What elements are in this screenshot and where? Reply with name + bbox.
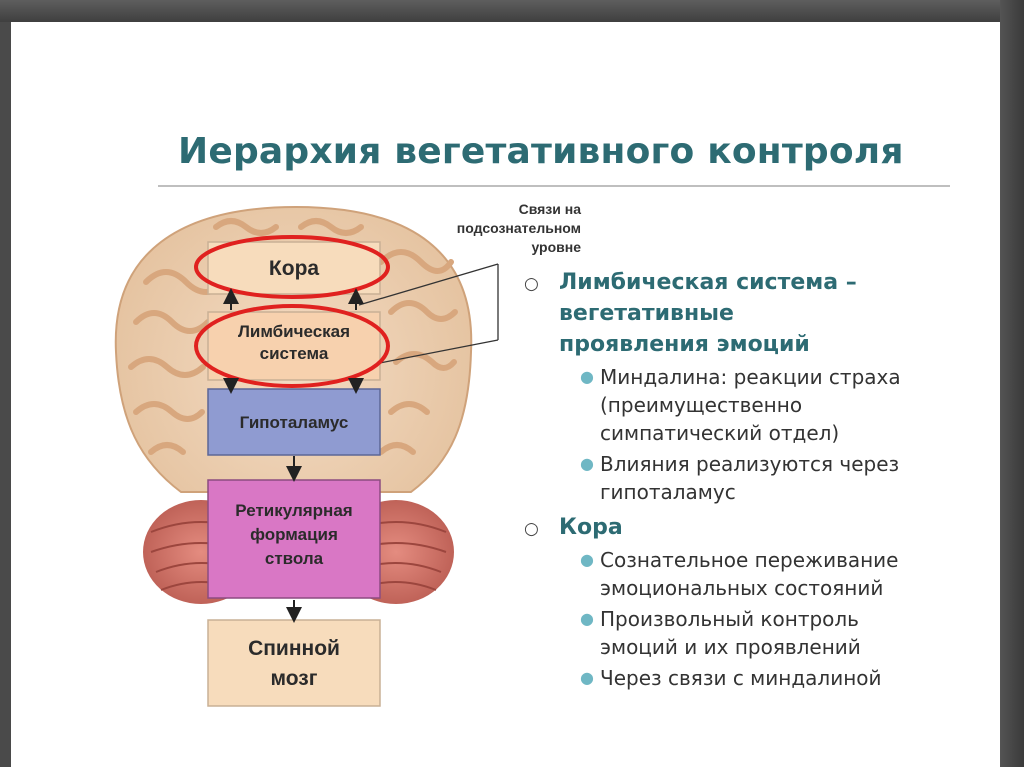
heading-line: Лимбическая система – xyxy=(559,270,857,295)
reticular-label-line1: Ретикулярная xyxy=(235,501,352,520)
item-line: Сознательное переживание xyxy=(600,548,899,572)
item-line: гипоталамус xyxy=(600,480,736,504)
cortex-highlight-ellipse xyxy=(194,235,390,299)
limbic-label-line1: Лимбическая xyxy=(238,322,350,341)
item-line: Миндалина: реакции страха xyxy=(600,365,901,389)
list-item: ● Произвольный контроль эмоций и их проя… xyxy=(521,605,991,661)
title-divider xyxy=(158,185,950,187)
section-heading-cortex: ○ Кора xyxy=(521,512,991,543)
window-frame-top xyxy=(0,0,1024,22)
item-line: эмоций и их проявлений xyxy=(600,635,861,659)
heading-line: вегетативные xyxy=(559,301,734,326)
hypothalamus-box xyxy=(207,388,381,456)
dot-bullet-icon: ● xyxy=(580,454,594,473)
bullet-list: ○ Лимбическая система – вегетативные про… xyxy=(521,267,991,692)
dot-bullet-icon: ● xyxy=(580,668,594,687)
list-item: ● Влияния реализуются через гипоталамус xyxy=(521,450,991,506)
list-item: ● Через связи с миндалиной xyxy=(521,664,991,692)
spinal-label-line2: мозг xyxy=(271,667,318,690)
hollow-circle-bullet-icon: ○ xyxy=(524,274,539,294)
window-frame-right xyxy=(1000,0,1024,767)
slide: Иерархия вегетативного контроля xyxy=(11,22,1000,767)
brain-hierarchy-diagram: Кора Лимбическая система Гипоталамус Рет… xyxy=(114,205,499,707)
heading-line: проявления эмоций xyxy=(559,332,810,357)
dot-bullet-icon: ● xyxy=(580,550,594,569)
spinal-box xyxy=(207,619,381,707)
note-line: Связи на xyxy=(518,201,581,217)
dot-bullet-icon: ● xyxy=(580,609,594,628)
item-line: Через связи с миндалиной xyxy=(600,666,882,690)
hollow-circle-bullet-icon: ○ xyxy=(524,519,539,539)
reticular-box xyxy=(207,479,381,599)
reticular-label-line3: ствола xyxy=(265,549,324,568)
item-line: эмоциональных состояний xyxy=(600,576,884,600)
reticular-label-line2: формация xyxy=(250,525,338,544)
item-line: Произвольный контроль xyxy=(600,607,859,631)
item-line: (преимущественно xyxy=(600,393,803,417)
cortex-box xyxy=(207,241,381,295)
heading-line: Кора xyxy=(559,515,623,540)
spinal-label-line1: Спинной xyxy=(248,637,340,660)
subconscious-links-note: Связи на подсознательном уровне xyxy=(391,200,581,257)
slide-title: Иерархия вегетативного контроля xyxy=(178,131,904,172)
item-line: Влияния реализуются через xyxy=(600,452,900,476)
note-line: уровне xyxy=(531,239,581,255)
list-item: ● Сознательное переживание эмоциональных… xyxy=(521,546,991,602)
hierarchy-arrows xyxy=(223,288,364,623)
list-item: ● Миндалина: реакции страха (преимуществ… xyxy=(521,363,991,447)
limbic-box xyxy=(207,311,381,381)
dot-bullet-icon: ● xyxy=(580,367,594,386)
section-heading-limbic: ○ Лимбическая система – вегетативные про… xyxy=(521,267,991,360)
item-line: симпатический отдел) xyxy=(600,421,840,445)
note-line: подсознательном xyxy=(456,220,581,236)
limbic-highlight-ellipse xyxy=(194,304,390,388)
limbic-label-line2: система xyxy=(260,344,329,363)
cortex-label: Кора xyxy=(269,257,319,280)
hypothalamus-label: Гипоталамус xyxy=(240,413,349,432)
